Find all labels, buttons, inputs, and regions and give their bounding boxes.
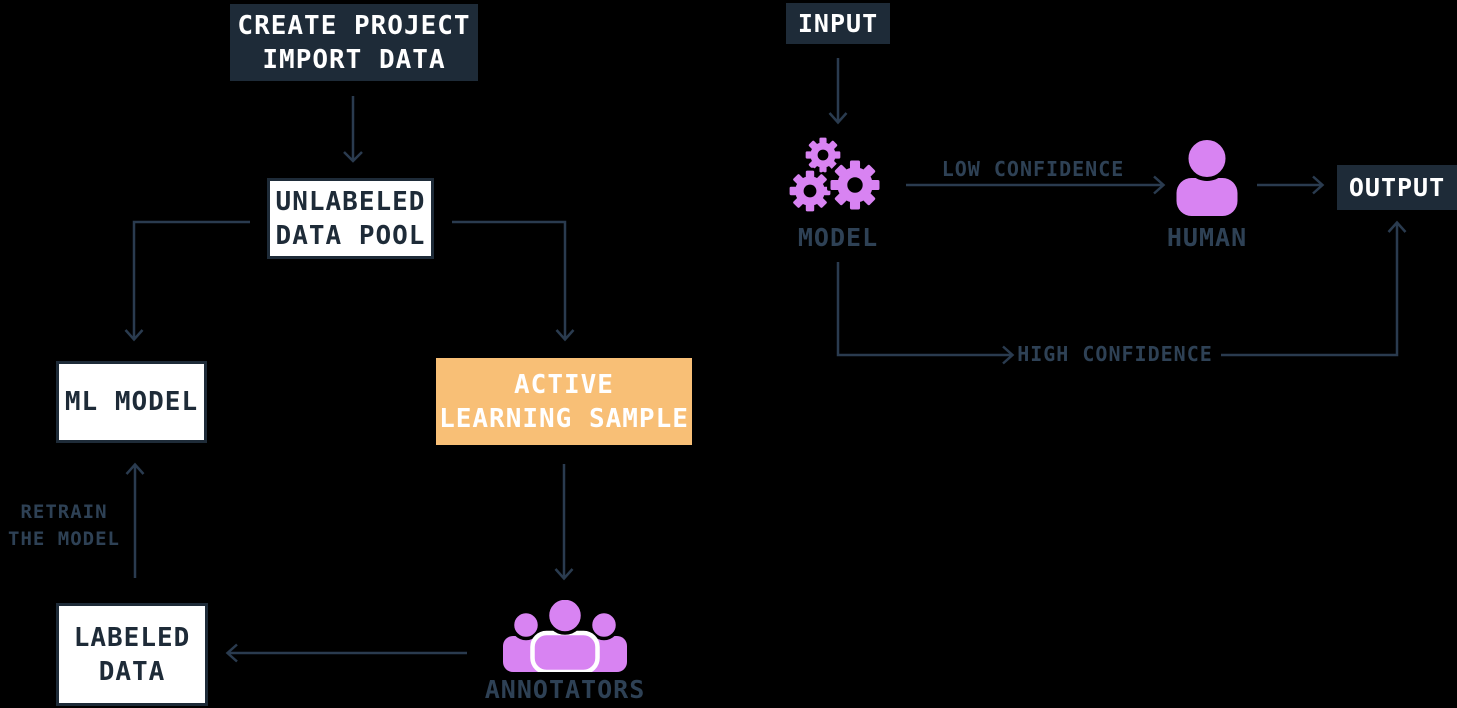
active-learning-sample-line2: LEARNING SAMPLE: [439, 403, 689, 434]
human-label: HUMAN: [1166, 223, 1248, 252]
output-node: OUTPUT: [1337, 165, 1457, 210]
create-project-node: CREATE PROJECT IMPORT DATA: [230, 4, 478, 81]
labeled-data-line2: DATA: [98, 656, 166, 687]
arrow-input-to-model: [828, 58, 848, 125]
output-label: OUTPUT: [1348, 172, 1446, 202]
arrow-model-to-human: [906, 175, 1166, 195]
arrow-pool-to-mlmodel: [124, 220, 250, 342]
retrain-line2: THE MODEL: [8, 528, 120, 550]
ml-model-label: ML MODEL: [64, 387, 199, 417]
active-learning-sample-line1: ACTIVE: [514, 369, 614, 400]
high-confidence-label: HIGH CONFIDENCE: [1017, 342, 1213, 366]
input-label: INPUT: [797, 8, 879, 38]
arrow-highconf-to-output: [1221, 220, 1407, 357]
labeled-data-line1: LABELED: [73, 622, 191, 653]
labeled-data-node: LABELED DATA: [56, 603, 208, 706]
arrow-labeled-to-mlmodel: [125, 462, 145, 578]
gears-icon: [789, 137, 883, 215]
unlabeled-pool-line1: UNLABELED: [275, 186, 426, 217]
arrow-annotators-to-labeled: [225, 643, 467, 663]
person-icon: [1176, 137, 1238, 216]
arrow-sample-to-annotators: [554, 464, 574, 581]
unlabeled-pool-line2: DATA POOL: [275, 220, 426, 251]
model-label: MODEL: [797, 223, 879, 252]
arrow-human-to-output: [1257, 175, 1325, 195]
annotators-group-icon: [503, 600, 627, 672]
unlabeled-data-pool-node: UNLABELED DATA POOL: [267, 178, 434, 259]
retrain-line1: RETRAIN: [20, 501, 108, 523]
arrow-create-to-pool: [343, 96, 363, 163]
create-project-line1: CREATE PROJECT: [237, 10, 471, 41]
active-learning-sample-node: ACTIVE LEARNING SAMPLE: [436, 358, 692, 445]
input-node: INPUT: [786, 3, 890, 44]
low-confidence-label: LOW CONFIDENCE: [941, 157, 1125, 181]
annotators-label: ANNOTATORS: [484, 675, 646, 704]
create-project-line2: IMPORT DATA: [262, 44, 446, 75]
ml-model-node: ML MODEL: [56, 361, 207, 443]
arrow-pool-to-sample: [452, 220, 575, 342]
arrow-model-to-highconf: [836, 262, 1015, 365]
retrain-the-model-label: RETRAIN THE MODEL: [3, 499, 125, 553]
